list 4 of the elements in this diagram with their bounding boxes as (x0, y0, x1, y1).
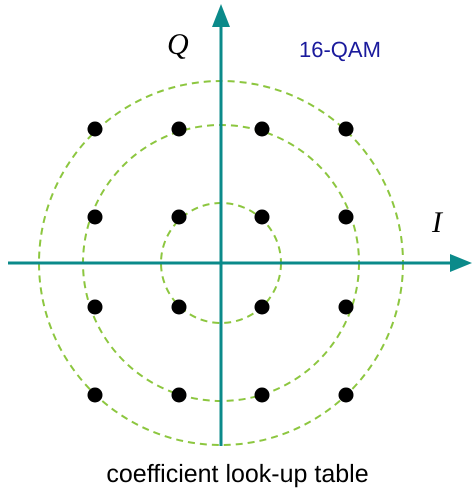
axis-label: Q (167, 28, 189, 62)
caption: coefficient look-up table (105, 462, 370, 487)
diagram-label: 16-QAM (299, 37, 381, 63)
axis-label: I (432, 206, 442, 240)
